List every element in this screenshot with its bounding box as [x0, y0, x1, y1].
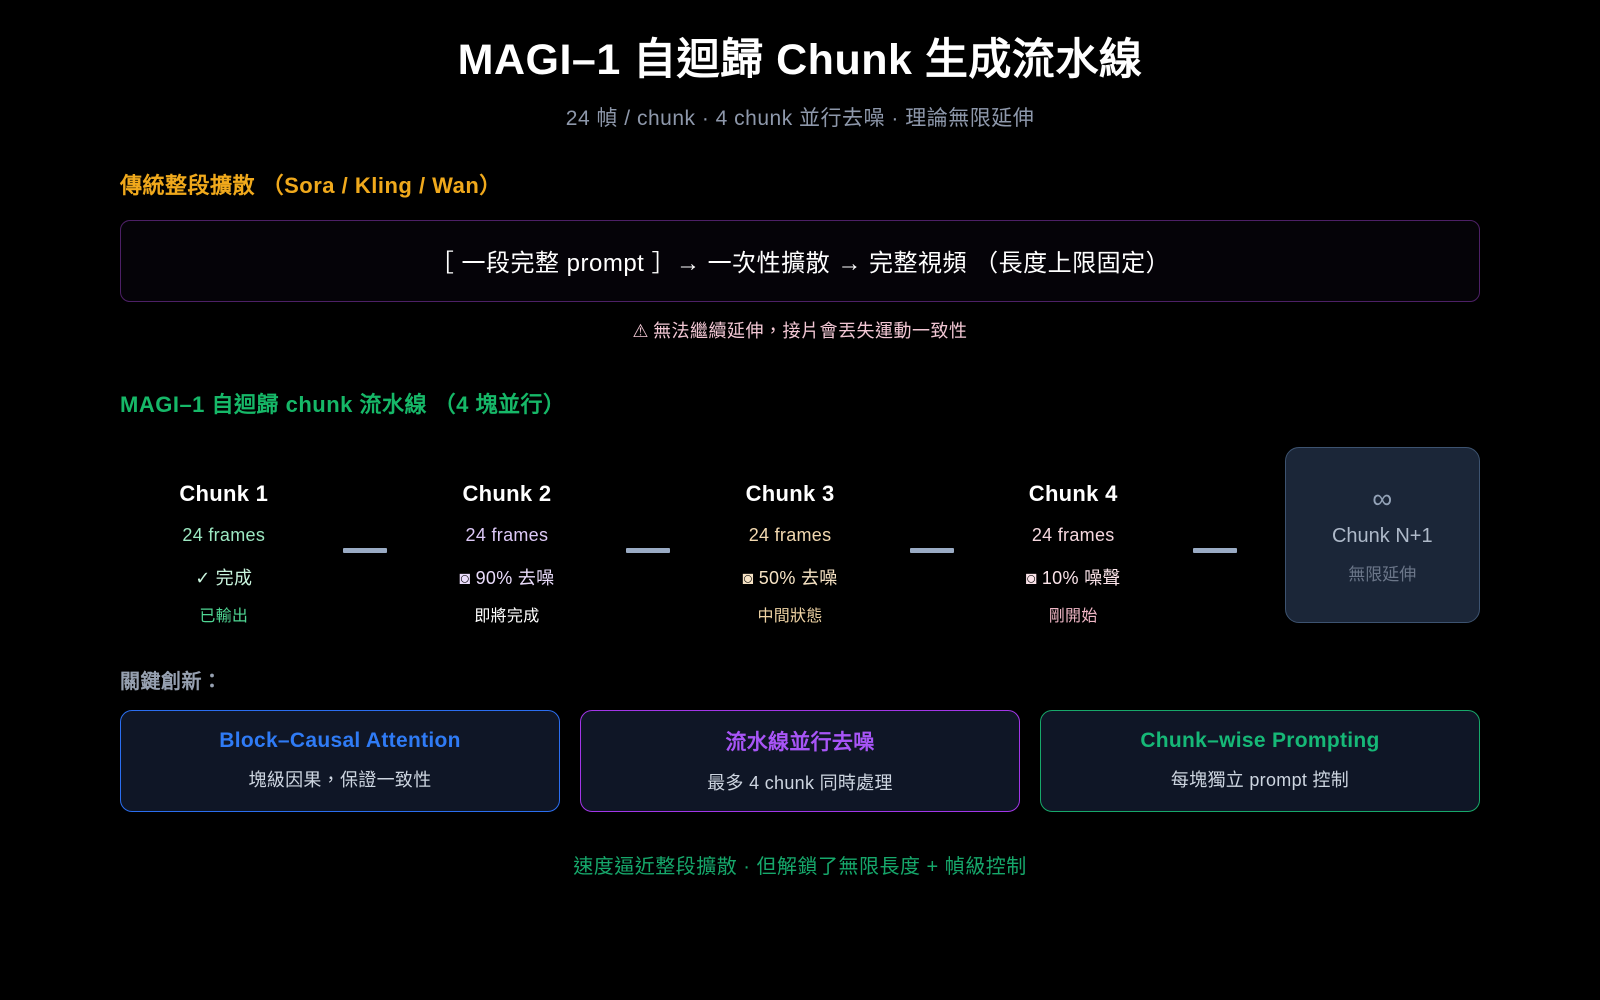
traditional-warning: ⚠無法繼續延伸，接片會丟失運動一致性 [0, 317, 1600, 343]
status-square-icon: ◙ [1025, 567, 1037, 588]
traditional-flow-text: ［ 一段完整 prompt ］→ 一次性擴散 → 完整視頻 （長度上限固定） [429, 250, 1171, 278]
innovation-desc: 每塊獨立 prompt 控制 [1170, 770, 1350, 791]
chunk-card-4: Chunk 4 24 frames ◙10% 噪聲 剛開始 [1001, 447, 1145, 626]
chunk-next-name: Chunk N+1 [1331, 524, 1433, 547]
chunk-frames: 24 frames [1031, 524, 1115, 545]
traditional-heading: 傳統整段擴散 （Sora / Kling / Wan） [120, 172, 502, 198]
chunk-name: Chunk 4 [1028, 480, 1118, 506]
innovations-label: 關鍵創新： [120, 670, 223, 693]
page-subtitle: 24 幀 / chunk · 4 chunk 並行去噪 · 理論無限延伸 [565, 106, 1035, 130]
chunk-frames: 24 frames [182, 524, 266, 545]
chunk-frames: 24 frames [748, 524, 832, 545]
chunk-next-card: ∞ Chunk N+1 無限延伸 [1284, 446, 1480, 623]
innovation-title: Chunk–wise Prompting [1140, 729, 1380, 753]
pipeline-diagram: Chunk 1 24 frames ✓完成 已輸出 Chunk 2 24 fra… [0, 446, 1600, 626]
connector-bar-icon [626, 548, 671, 554]
chunk-status: ✓完成 [152, 564, 296, 590]
innovation-card-chunk-wise-prompting: Chunk–wise Prompting 每塊獨立 prompt 控制 [1040, 709, 1480, 812]
connector-bar-icon [1192, 548, 1237, 554]
chunk-next-note: 無限延伸 [1348, 564, 1417, 584]
innovation-title: 流水線並行去噪 [725, 731, 875, 755]
innovations-section: 關鍵創新： Block–Causal Attention 塊級因果，保證一致性 … [0, 665, 1600, 812]
innovation-desc: 塊級因果，保證一致性 [248, 770, 432, 791]
footer-note: 速度逼近整段擴散 · 但解鎖了無限長度 + 幀級控制 [573, 855, 1027, 878]
status-label: 90% 去噪 [475, 567, 555, 588]
chunks-row: Chunk 1 24 frames ✓完成 已輸出 Chunk 2 24 fra… [0, 446, 1600, 626]
chunk-card-2: Chunk 2 24 frames ◙90% 去噪 即將完成 [435, 447, 579, 626]
status-check-icon: ✓ [195, 567, 211, 588]
innovation-card-block-causal-attention: Block–Causal Attention 塊級因果，保證一致性 [120, 709, 560, 812]
chunk-status: ◙50% 去噪 [718, 564, 862, 590]
infinity-icon: ∞ [1372, 482, 1393, 514]
chunk-status: ◙90% 去噪 [435, 564, 579, 590]
chunk-frames: 24 frames [465, 524, 549, 545]
connector-bar-icon [343, 548, 388, 554]
innovation-title: Block–Causal Attention [219, 729, 461, 753]
chunk-card-3: Chunk 3 24 frames ◙50% 去噪 中間狀態 [718, 447, 862, 626]
warning-text: 無法繼續延伸，接片會丟失運動一致性 [653, 320, 968, 341]
status-square-icon: ◙ [742, 567, 754, 588]
status-label: 50% 去噪 [758, 567, 838, 588]
header: MAGI–1 自迴歸 Chunk 生成流水線 24 幀 / chunk · 4 … [0, 0, 1600, 132]
chunk-note: 即將完成 [474, 607, 540, 625]
traditional-flow-box: ［ 一段完整 prompt ］→ 一次性擴散 → 完整視頻 （長度上限固定） [120, 219, 1480, 302]
chunk-name: Chunk 1 [179, 480, 269, 506]
warning-triangle-icon: ⚠ [632, 320, 650, 341]
chunk-card-1: Chunk 1 24 frames ✓完成 已輸出 [152, 447, 296, 626]
status-label: 10% 噪聲 [1041, 567, 1121, 588]
innovations-row: Block–Causal Attention 塊級因果，保證一致性 流水線並行去… [120, 709, 1480, 812]
chunk-status: ◙10% 噪聲 [1001, 564, 1145, 590]
status-label: 完成 [215, 567, 253, 588]
pipeline-section: MAGI–1 自迴歸 chunk 流水線 （4 塊並行） Chunk 1 24 … [0, 387, 1600, 626]
chunk-name: Chunk 3 [745, 480, 835, 506]
chunk-note: 剛開始 [1048, 607, 1098, 625]
page-title: MAGI–1 自迴歸 Chunk 生成流水線 [457, 36, 1143, 84]
connector-3 [862, 447, 1002, 623]
connector-1 [296, 447, 436, 623]
chunk-note: 已輸出 [199, 607, 249, 625]
chunk-note: 中間狀態 [757, 607, 823, 625]
chunk-name: Chunk 2 [462, 480, 552, 506]
status-square-icon: ◙ [459, 567, 471, 588]
connector-bar-icon [909, 548, 954, 554]
connector-4 [1145, 447, 1285, 623]
pipeline-heading: MAGI–1 自迴歸 chunk 流水線 （4 塊並行） [120, 391, 566, 417]
connector-2 [579, 447, 719, 623]
traditional-section: 傳統整段擴散 （Sora / Kling / Wan） ［ 一段完整 promp… [0, 168, 1600, 343]
innovation-card-pipeline-parallel-denoise: 流水線並行去噪 最多 4 chunk 同時處理 [580, 709, 1020, 812]
innovation-desc: 最多 4 chunk 同時處理 [707, 773, 893, 794]
